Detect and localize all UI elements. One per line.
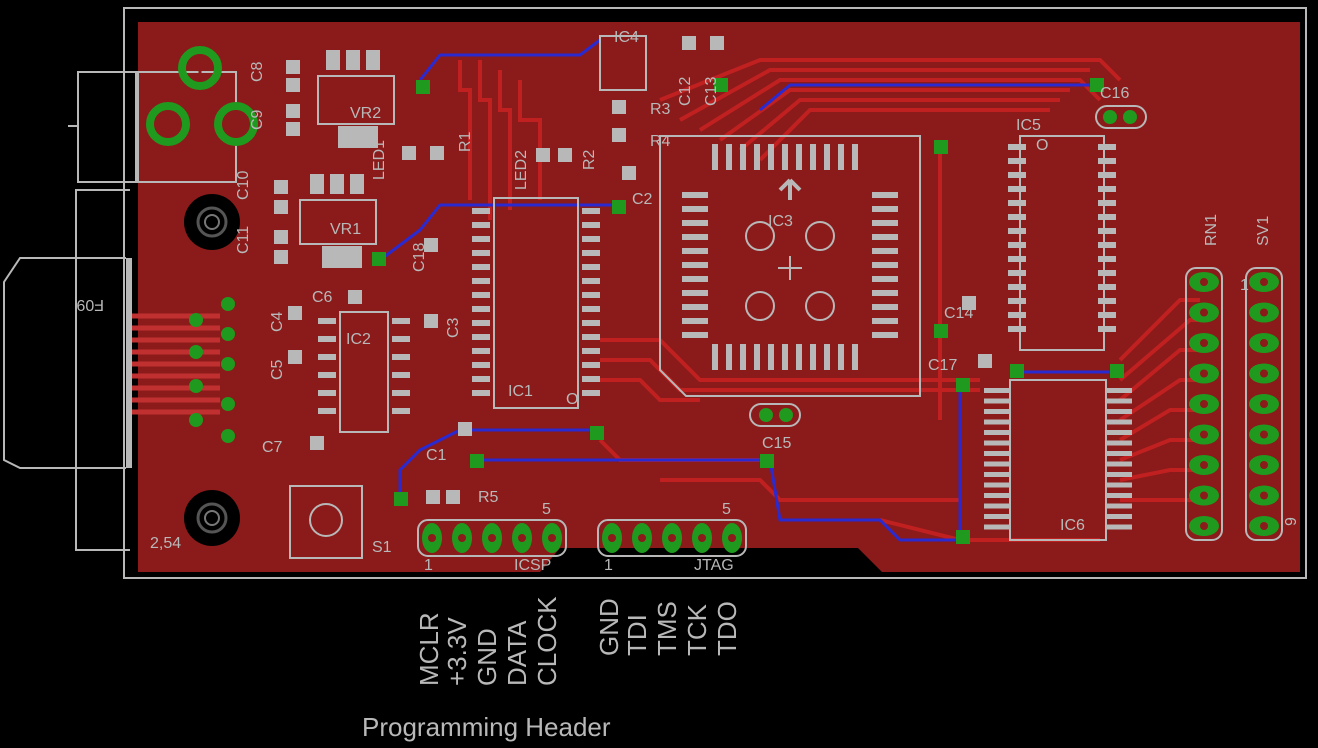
vias bbox=[372, 78, 1124, 544]
label-c17: C17 bbox=[928, 357, 957, 374]
jtag-pin-name: GND bbox=[594, 598, 624, 656]
label-c3: C3 bbox=[445, 317, 462, 338]
ic5-pins bbox=[1008, 144, 1116, 332]
ruler-label: 2,54 bbox=[150, 535, 181, 552]
icsp-pin1-label: 1 bbox=[424, 557, 433, 574]
label-c8: C8 bbox=[249, 61, 266, 82]
regulator-vr2 bbox=[317, 50, 395, 148]
icsp-label: ICSP bbox=[514, 557, 551, 574]
label-c7: C7 bbox=[262, 439, 283, 456]
board-outline bbox=[123, 7, 1307, 579]
connector-fingers bbox=[132, 313, 220, 415]
icsp-pin-name: MCLR bbox=[414, 612, 444, 686]
label-s1: S1 bbox=[372, 539, 392, 556]
ic3-outline bbox=[659, 135, 921, 397]
label-r2: R2 bbox=[581, 149, 598, 170]
label-c18: C18 bbox=[411, 243, 428, 272]
smd-pads bbox=[274, 36, 992, 504]
ic2-outline bbox=[339, 311, 389, 433]
label-led2: LED2 bbox=[513, 150, 530, 190]
mounting-holes bbox=[184, 194, 240, 546]
label-c9: C9 bbox=[249, 109, 266, 130]
ic3-pins bbox=[682, 144, 898, 370]
label-sv1-pin9: 9 bbox=[1283, 517, 1300, 526]
label-rn1: RN1 bbox=[1203, 214, 1220, 246]
db9-connector bbox=[3, 71, 237, 551]
label-ic5: IC5 bbox=[1016, 117, 1041, 134]
jtag-pin-name: TCK bbox=[682, 603, 712, 656]
ic1-outline bbox=[493, 197, 579, 409]
label-r5: R5 bbox=[478, 489, 499, 506]
ic1-dot: O bbox=[566, 391, 578, 408]
label-ic6: IC6 bbox=[1060, 517, 1085, 534]
label-vr2: VR2 bbox=[350, 105, 381, 122]
label-r4: R4 bbox=[650, 133, 671, 150]
label-c2: C2 bbox=[632, 191, 653, 208]
regulator-vr1 bbox=[299, 174, 377, 268]
label-r3: R3 bbox=[650, 101, 671, 118]
connector-flange bbox=[126, 258, 132, 468]
icsp-pin-name: DATA bbox=[502, 620, 532, 686]
ic5-dot: O bbox=[1036, 137, 1048, 154]
label-c11: C11 bbox=[235, 226, 252, 254]
label-ic3: IC3 bbox=[768, 213, 793, 230]
connector-label: F09 bbox=[76, 296, 104, 313]
label-c16: C16 bbox=[1100, 85, 1129, 102]
label-c12: C12 bbox=[677, 77, 694, 106]
power-jack-pads bbox=[146, 46, 258, 146]
label-led1: LED1 bbox=[371, 140, 388, 180]
icsp-pin5-label: 5 bbox=[542, 501, 551, 518]
label-c10: C10 bbox=[235, 171, 252, 200]
jtag-pin1-label: 1 bbox=[604, 557, 613, 574]
switch-s1-outline bbox=[289, 485, 363, 559]
label-c14: C14 bbox=[944, 305, 973, 322]
ic3-features bbox=[745, 178, 835, 321]
icsp-pin-name: CLOCK bbox=[532, 596, 562, 686]
ic4-outline bbox=[599, 35, 647, 91]
db9-pads bbox=[189, 297, 235, 443]
icsp-pin-names: MCLR +3.3V GND DATA CLOCK bbox=[414, 596, 562, 686]
c15-c16-pads bbox=[749, 105, 1147, 427]
label-c4: C4 bbox=[269, 311, 286, 332]
jtag-pin5-label: 5 bbox=[722, 501, 731, 518]
jtag-pin-name: TDI bbox=[622, 614, 652, 656]
icsp-pin-name: GND bbox=[472, 628, 502, 686]
label-c13: C13 bbox=[703, 77, 720, 106]
label-sv1: SV1 bbox=[1255, 216, 1272, 246]
label-c1: C1 bbox=[426, 447, 447, 464]
jtag-pin-names: GND TDI TMS TCK TDO bbox=[594, 598, 742, 656]
ic1-pins bbox=[472, 208, 600, 396]
label-sv1-pin1: 1 bbox=[1240, 277, 1249, 294]
label-c15: C15 bbox=[762, 435, 791, 452]
label-r1: R1 bbox=[457, 131, 474, 152]
label-c5: C5 bbox=[269, 359, 286, 380]
top-traces bbox=[458, 58, 1200, 542]
label-ic4: IC4 bbox=[614, 29, 639, 46]
jtag-pin-name: TDO bbox=[712, 601, 742, 656]
jtag-label: JTAG bbox=[694, 557, 734, 574]
label-c6: C6 bbox=[312, 289, 333, 306]
ic6-outline bbox=[1009, 379, 1107, 541]
label-vr1: VR1 bbox=[330, 221, 361, 238]
programming-header-title: Programming Header bbox=[362, 712, 611, 742]
bottom-traces bbox=[379, 38, 1120, 542]
ic6-pins bbox=[984, 388, 1132, 530]
label-ic2: IC2 bbox=[346, 331, 371, 348]
label-ic1: IC1 bbox=[508, 383, 533, 400]
jtag-pin-name: TMS bbox=[652, 601, 682, 656]
icsp-pin-name: +3.3V bbox=[442, 617, 472, 686]
ic2-pins bbox=[318, 318, 410, 414]
header-pads bbox=[417, 267, 1283, 557]
